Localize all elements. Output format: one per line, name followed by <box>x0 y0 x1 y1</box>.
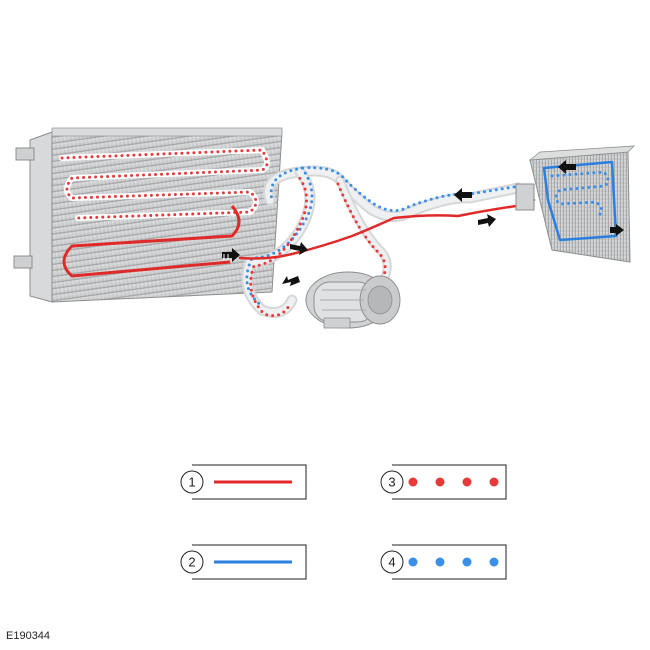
compressor-icon <box>305 271 401 329</box>
evaporator-icon <box>515 145 636 263</box>
legend-item-4: 4 <box>380 544 507 580</box>
legend-number-1: 1 <box>188 475 195 490</box>
legend-item-3: 3 <box>380 464 507 500</box>
legend-number-2: 2 <box>188 555 195 570</box>
condenser-liquid-path <box>62 205 241 278</box>
refrigerant-lines <box>238 165 536 318</box>
flow-arrow-icon <box>282 188 496 286</box>
flow-arrow-icon <box>558 160 624 236</box>
legend-number-3: 3 <box>388 475 395 490</box>
legend-item-2: 2 <box>180 544 307 580</box>
legend-number-4: 4 <box>388 555 395 570</box>
figure-id: E190344 <box>6 630 51 642</box>
legend: 1 2 3 <box>180 464 507 580</box>
legend-item-1: 1 <box>180 464 307 500</box>
flow-arrow-icon <box>222 248 240 262</box>
